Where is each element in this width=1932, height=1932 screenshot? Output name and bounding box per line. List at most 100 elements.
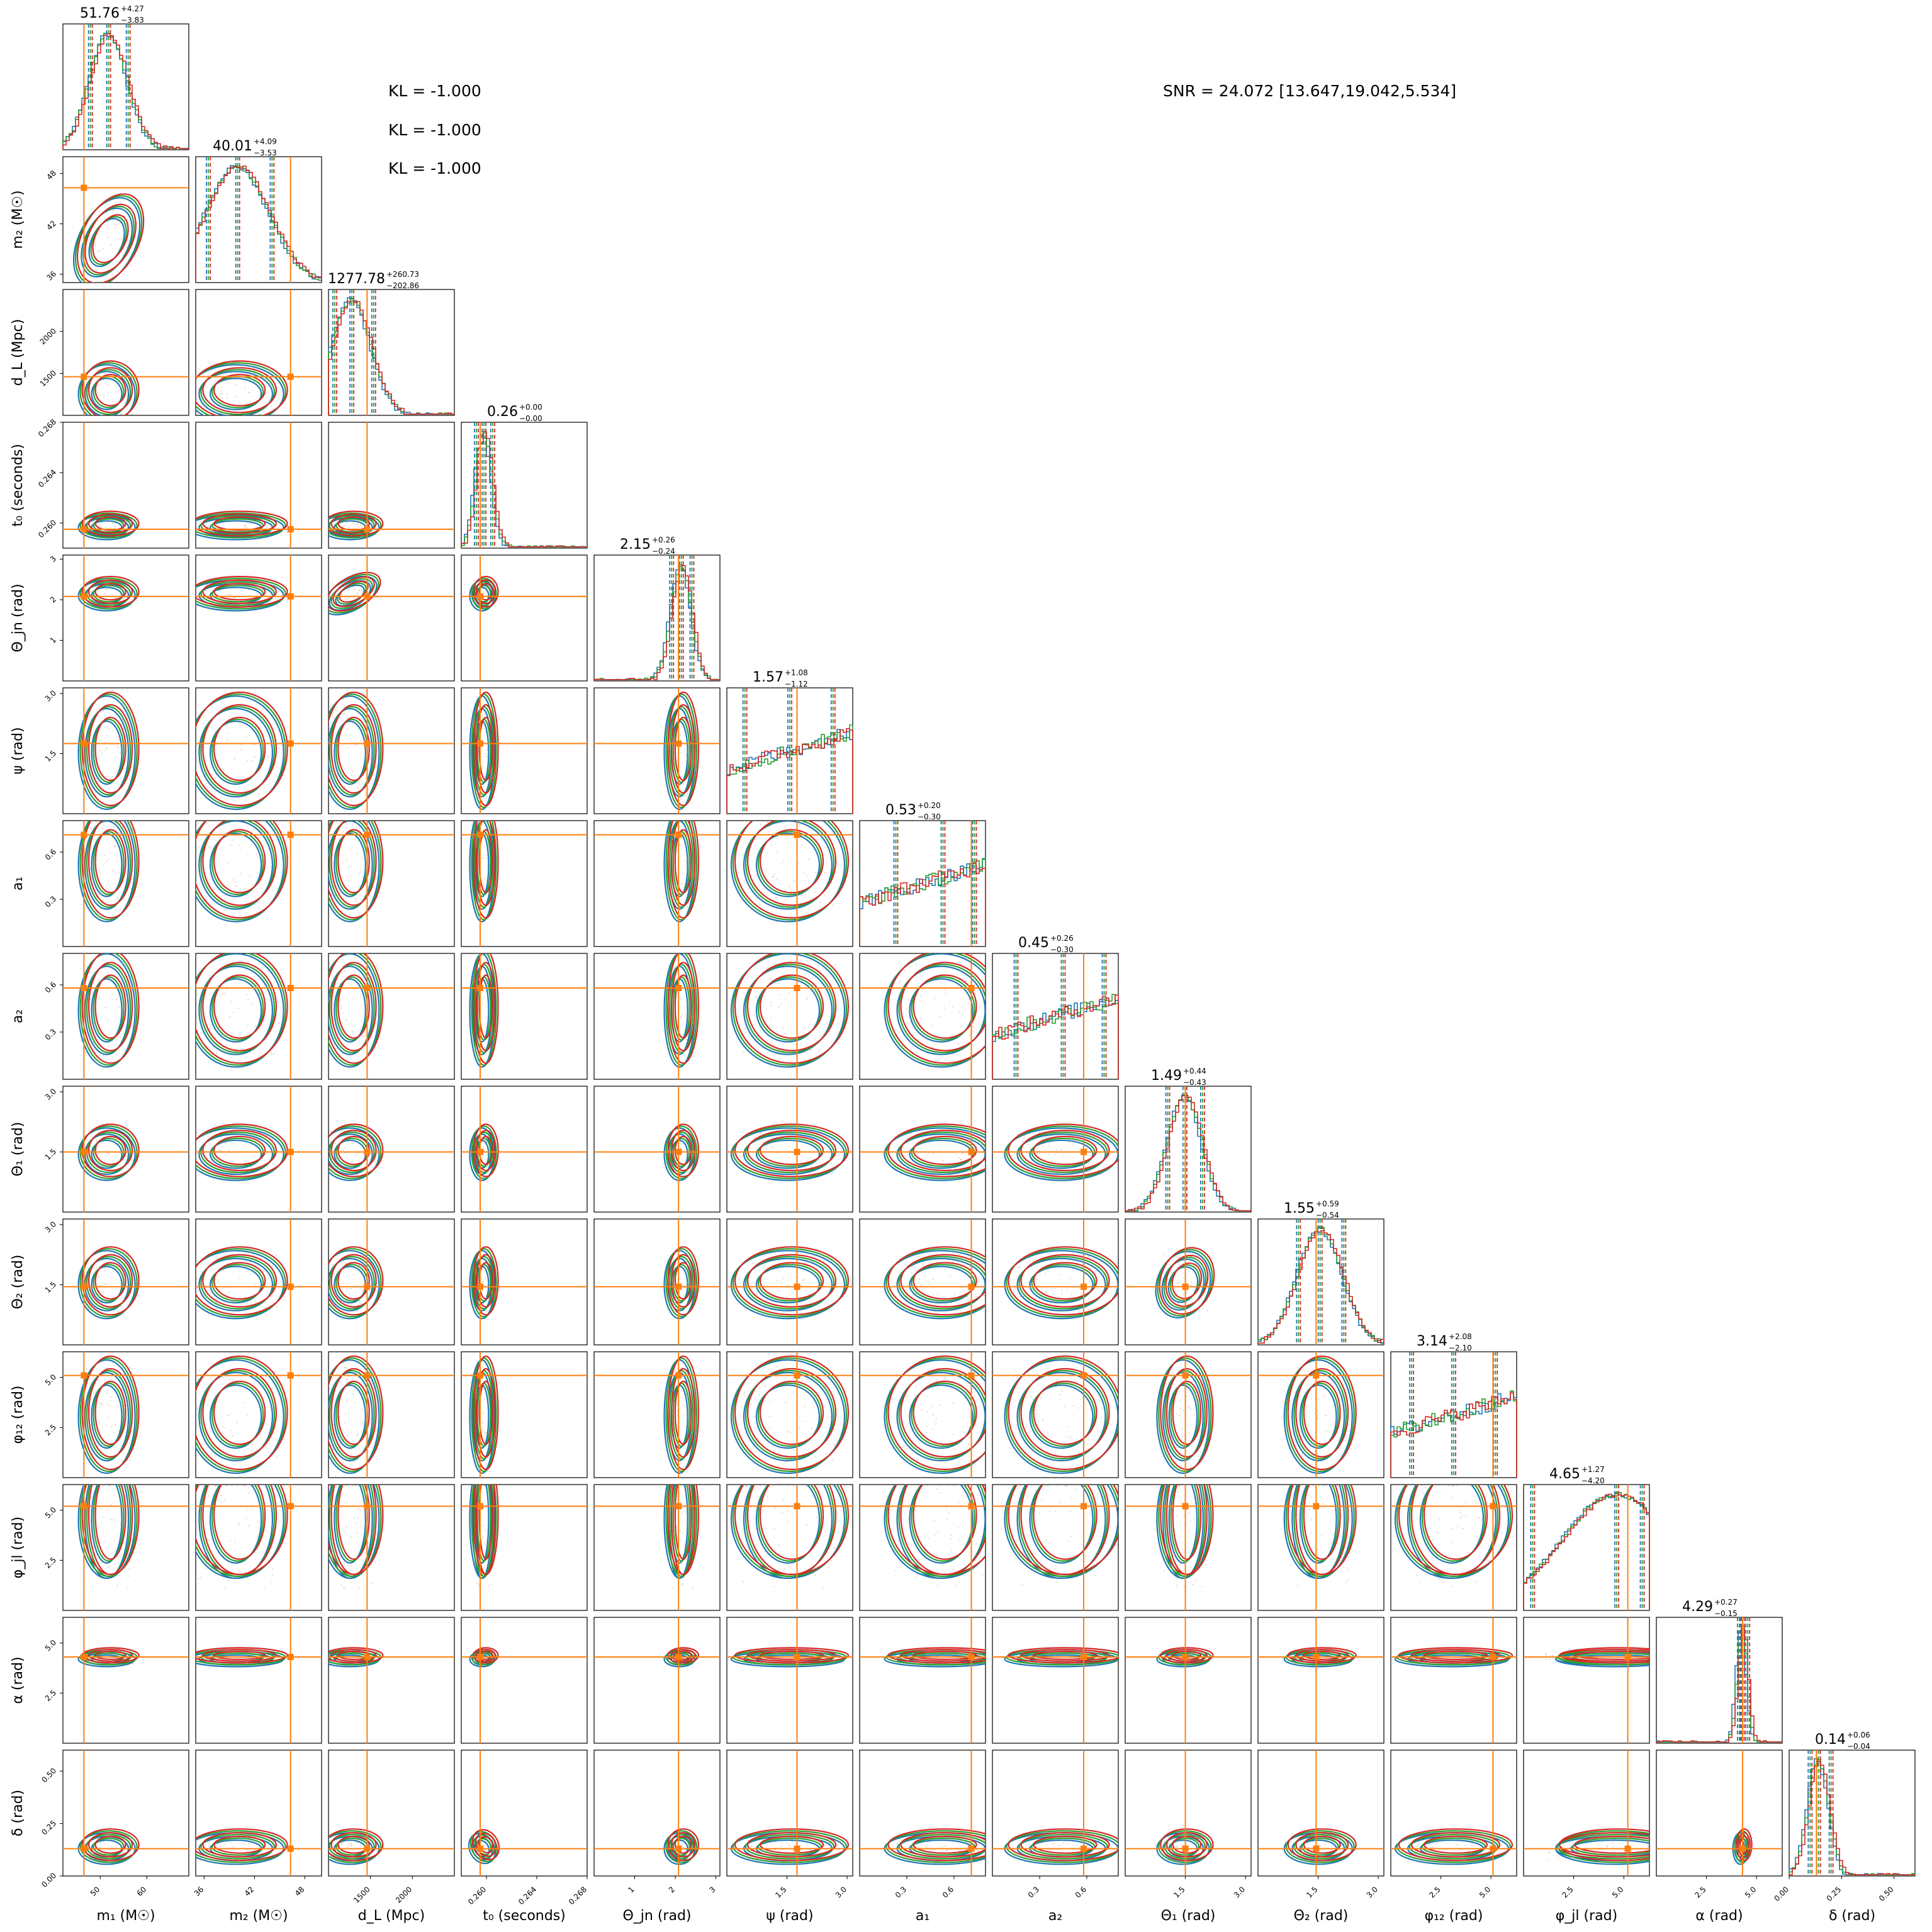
title-plus-2: +260.73	[386, 270, 419, 279]
x-tick-label: 0.3	[894, 1885, 908, 1899]
panel-3-2	[328, 422, 455, 549]
panel-3-0	[62, 422, 189, 549]
y-tick-label: 1500	[38, 369, 58, 388]
y-tick-label: 1	[48, 636, 58, 645]
title-plus-9: +0.59	[1316, 1199, 1339, 1208]
panel-7-2	[328, 953, 455, 1080]
y-tick-label: 3.0	[43, 688, 58, 703]
x-tick-label: 0.260	[466, 1885, 488, 1906]
panel-4-2	[328, 554, 455, 682]
x-tick-label: 5.0	[1610, 1885, 1625, 1899]
y-axis-label-13: δ (rad)	[10, 1790, 26, 1836]
panel-5-2	[328, 687, 455, 814]
histogram-7: 0.45+0.26−0.30	[992, 934, 1119, 1080]
y-tick-label: 1.5	[43, 1280, 58, 1295]
x-tick-label: 3.0	[834, 1885, 848, 1899]
y-tick-label: 0.6	[43, 980, 58, 994]
panel-9-6	[859, 1218, 986, 1345]
panel-11-1	[195, 1484, 322, 1611]
title-minus-13: −0.04	[1847, 1742, 1870, 1751]
panel-11-5	[726, 1484, 853, 1611]
panel-7-5	[726, 953, 853, 1080]
panel-8-0	[62, 1086, 189, 1213]
title-plus-12: +0.27	[1714, 1598, 1738, 1607]
panel-12-7	[992, 1617, 1119, 1744]
x-tick-label: 2.5	[1693, 1885, 1707, 1899]
histogram-title-9: 1.55	[1284, 1201, 1315, 1216]
title-minus-2: −202.86	[386, 281, 419, 290]
x-tick-label: 36	[193, 1885, 206, 1898]
y-tick-label: 0.268	[37, 417, 58, 439]
panel-5-1	[195, 687, 322, 814]
y-axis-label-7: a₂	[10, 1009, 26, 1023]
panel-9-8	[1125, 1218, 1252, 1345]
y-axis-label-9: Θ₂ (rad)	[10, 1255, 26, 1310]
panel-9-3	[461, 1218, 588, 1345]
panel-11-7	[992, 1484, 1119, 1611]
x-tick-label: 0.25	[1825, 1885, 1843, 1903]
title-minus-10: −2.10	[1449, 1344, 1472, 1352]
kl-annotation-3: KL = -1.000	[388, 159, 481, 177]
histogram-4: 2.15+0.26−0.24	[593, 536, 721, 682]
panel-8-7	[992, 1086, 1119, 1213]
title-plus-0: +4.27	[121, 4, 144, 13]
panel-7-0	[62, 953, 189, 1080]
panel-12-0	[62, 1617, 189, 1744]
y-tick-label: 1.5	[43, 1147, 58, 1162]
panel-6-0	[62, 820, 189, 947]
histogram-0: 51.76+4.27−3.83	[62, 4, 189, 150]
panel-13-10	[1390, 1749, 1517, 1877]
y-tick-label: 0.00	[40, 1871, 58, 1889]
y-axis-label-11: φ_jl (rad)	[10, 1517, 26, 1578]
title-plus-7: +0.26	[1050, 934, 1074, 943]
title-plus-4: +0.26	[652, 536, 675, 544]
histogram-title-1: 40.01	[213, 138, 252, 154]
panel-4-0	[62, 554, 189, 682]
y-tick-label: 2	[48, 595, 58, 604]
panel-8-6	[859, 1086, 986, 1213]
panel-6-5	[726, 820, 853, 947]
x-tick-label: 5.0	[1743, 1885, 1758, 1899]
y-tick-label: 3	[48, 554, 58, 564]
y-axis-label-3: t₀ (seconds)	[10, 444, 26, 527]
x-tick-label: 1	[626, 1885, 636, 1894]
panel-8-3	[461, 1086, 588, 1213]
panel-3-1	[195, 422, 322, 549]
y-tick-label: 0.3	[43, 1027, 58, 1042]
x-axis-label-9: Θ₂ (rad)	[1294, 1908, 1349, 1924]
y-axis-label-1: m₂ (M☉)	[10, 190, 26, 249]
x-tick-label: 0.3	[1026, 1885, 1041, 1899]
x-tick-label: 3.0	[1232, 1885, 1247, 1899]
panel-2-1	[195, 289, 322, 416]
x-tick-label: 0.6	[941, 1885, 955, 1899]
x-tick-label: 1.5	[773, 1885, 788, 1899]
x-tick-label: 42	[243, 1885, 256, 1898]
panel-4-1	[195, 554, 322, 682]
x-axis-label-5: ψ (rad)	[766, 1908, 813, 1924]
panel-2-0	[62, 289, 189, 416]
x-tick-label: 2.5	[1560, 1885, 1575, 1899]
x-tick-label: 0.6	[1074, 1885, 1088, 1899]
x-tick-label: 1.5	[1305, 1885, 1319, 1899]
title-minus-9: −0.54	[1316, 1211, 1339, 1220]
panel-6-4	[593, 820, 721, 947]
panel-13-7	[992, 1749, 1119, 1877]
panel-7-1	[195, 953, 322, 1080]
panel-12-5	[726, 1617, 853, 1744]
histogram-2: 1277.78+260.73−202.86	[328, 270, 455, 416]
panel-8-4	[593, 1086, 721, 1213]
title-minus-3: −0.00	[519, 414, 542, 423]
x-axis-label-13: δ (rad)	[1829, 1908, 1875, 1924]
y-axis-label-4: Θ_jn (rad)	[10, 583, 26, 652]
histogram-title-8: 1.49	[1151, 1068, 1182, 1084]
x-tick-label: 2000	[394, 1885, 413, 1904]
panel-11-8	[1125, 1484, 1252, 1611]
panel-10-4	[593, 1351, 721, 1478]
x-axis-label-6: a₁	[916, 1908, 929, 1924]
y-tick-label: 2.5	[43, 1688, 58, 1703]
panel-10-7	[992, 1351, 1119, 1478]
panel-12-10	[1390, 1617, 1517, 1744]
panel-9-7	[992, 1218, 1119, 1345]
panel-11-2	[328, 1484, 455, 1611]
y-axis-label-2: d_L (Mpc)	[10, 319, 26, 386]
